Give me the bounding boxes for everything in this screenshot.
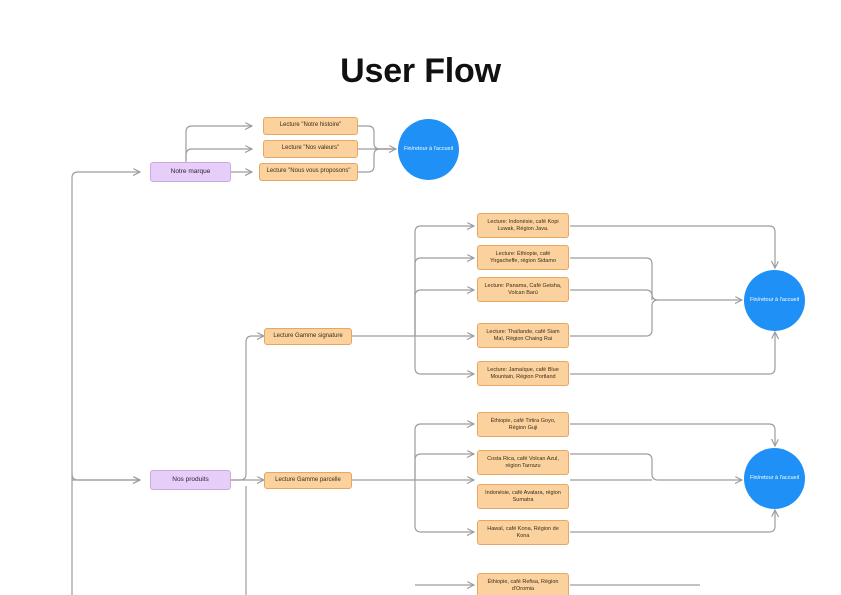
node-label: Costa Rica, café Volcan Azul, région Tar… — [487, 455, 559, 469]
node-label: Nos produits — [172, 475, 209, 483]
node-lecture-nous-vous-proposons[interactable]: Lecture "Nous vous proposons" — [259, 163, 358, 181]
node-signature-item-2[interactable]: Lecture: Éthiopie, café Yirgacheffe, rég… — [477, 245, 569, 270]
node-lecture-notre-histoire[interactable]: Lecture "Notre histoire" — [263, 117, 358, 135]
node-label: Éthiopie, café Tirtira Goyo, Région Guji — [490, 417, 556, 431]
node-label: Lecture Gamme parcelle — [275, 476, 341, 483]
node-parcelle-item-1[interactable]: Éthiopie, café Tirtira Goyo, Région Guji — [477, 412, 569, 437]
node-label: Lecture "Nos valeurs" — [281, 145, 340, 152]
node-label: Lecture: Panama, Café Geisha, Volcan Bar… — [484, 282, 562, 296]
node-next-range-item-1[interactable]: Éthiopie, café Refisa, Région d'Oromia — [477, 573, 569, 595]
node-lecture-gamme-parcelle[interactable]: Lecture Gamme parcelle — [264, 472, 352, 489]
node-signature-item-3[interactable]: Lecture: Panama, Café Geisha, Volcan Bar… — [477, 277, 569, 302]
node-label: Lecture Gamme signature — [273, 332, 343, 339]
node-label: Lecture "Nous vous proposons" — [266, 168, 351, 175]
node-parcelle-item-3[interactable]: Indonésie, café Avatara, région Sumatra — [477, 484, 569, 509]
node-label: Indonésie, café Avatara, région Sumatra — [485, 489, 561, 503]
node-nos-produits[interactable]: Nos produits — [150, 470, 231, 490]
node-parcelle-item-4[interactable]: Hawaï, café Kona, Région de Kona — [477, 520, 569, 545]
node-label: Notre marque — [170, 167, 211, 175]
page-title: User Flow — [340, 52, 501, 90]
node-label: Lecture: Indonésie, café Kopi Luwak, Rég… — [487, 218, 559, 232]
node-lecture-gamme-signature[interactable]: Lecture Gamme signature — [264, 328, 352, 345]
node-label: Lecture "Notre histoire" — [279, 122, 342, 129]
node-label: Lecture: Thaïlande, café Siam Maï, Régio… — [486, 328, 560, 342]
node-end-return-home-brand[interactable]: Fin/retour à l'accueil — [398, 119, 459, 180]
node-signature-item-5[interactable]: Lecture: Jamaïque, café Blue Mountain, R… — [477, 361, 569, 386]
node-label: Fin/retour à l'accueil — [403, 146, 454, 153]
node-end-return-home-parcelle[interactable]: Fin/retour à l'accueil — [744, 448, 805, 509]
node-label: Lecture: Éthiopie, café Yirgacheffe, rég… — [489, 250, 557, 264]
node-parcelle-item-2[interactable]: Costa Rica, café Volcan Azul, région Tar… — [477, 450, 569, 475]
node-signature-item-4[interactable]: Lecture: Thaïlande, café Siam Maï, Régio… — [477, 323, 569, 348]
node-end-return-home-signature[interactable]: Fin/retour à l'accueil — [744, 270, 805, 331]
node-signature-item-1[interactable]: Lecture: Indonésie, café Kopi Luwak, Rég… — [477, 213, 569, 238]
node-notre-marque[interactable]: Notre marque — [150, 162, 231, 182]
node-label: Fin/retour à l'accueil — [749, 475, 800, 482]
node-label: Éthiopie, café Refisa, Région d'Oromia — [487, 578, 559, 592]
node-label: Hawaï, café Kona, Région de Kona — [487, 525, 559, 539]
node-lecture-nos-valeurs[interactable]: Lecture "Nos valeurs" — [263, 140, 358, 158]
node-label: Fin/retour à l'accueil — [749, 297, 800, 304]
node-label: Lecture: Jamaïque, café Blue Mountain, R… — [487, 366, 559, 380]
